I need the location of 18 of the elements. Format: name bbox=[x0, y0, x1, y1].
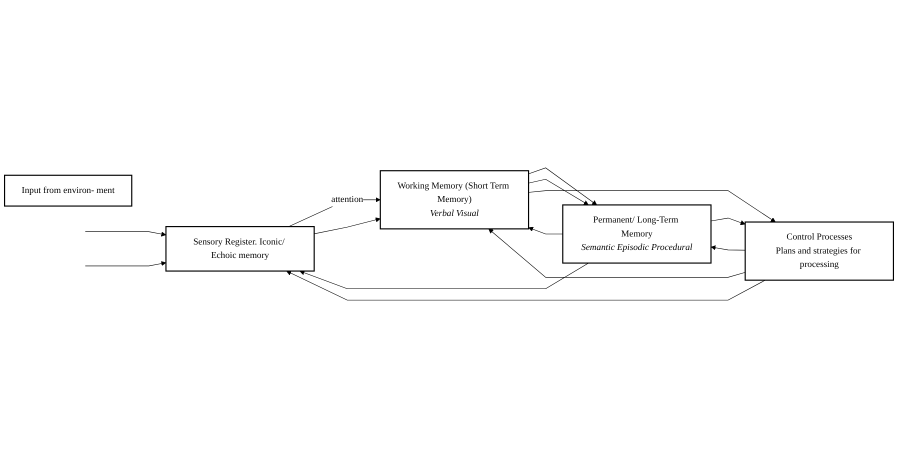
arrow bbox=[314, 217, 381, 234]
arrow bbox=[710, 218, 746, 226]
node-box: Working Memory (Short Term Memory) Verbal Visual bbox=[380, 170, 530, 230]
arrow bbox=[286, 270, 766, 300]
edge-label: attention bbox=[331, 194, 364, 204]
arrow bbox=[84, 261, 166, 266]
arrow bbox=[528, 226, 564, 234]
node-box: Input from environ- ment bbox=[4, 174, 132, 207]
arrow bbox=[488, 228, 746, 278]
node-box: Sensory Register. Iconic/ Echoic memory bbox=[165, 226, 315, 272]
arrow bbox=[528, 178, 589, 206]
arrow bbox=[710, 245, 746, 250]
node-box: Control Processes Plans and strategies for processing bbox=[744, 221, 894, 281]
arrow bbox=[528, 190, 776, 222]
arrow bbox=[528, 168, 597, 206]
arrow bbox=[84, 231, 166, 237]
node-box: Permanent/ Long-Term Memory Semantic Episodic Procedural bbox=[562, 204, 712, 264]
arrow bbox=[300, 262, 589, 290]
